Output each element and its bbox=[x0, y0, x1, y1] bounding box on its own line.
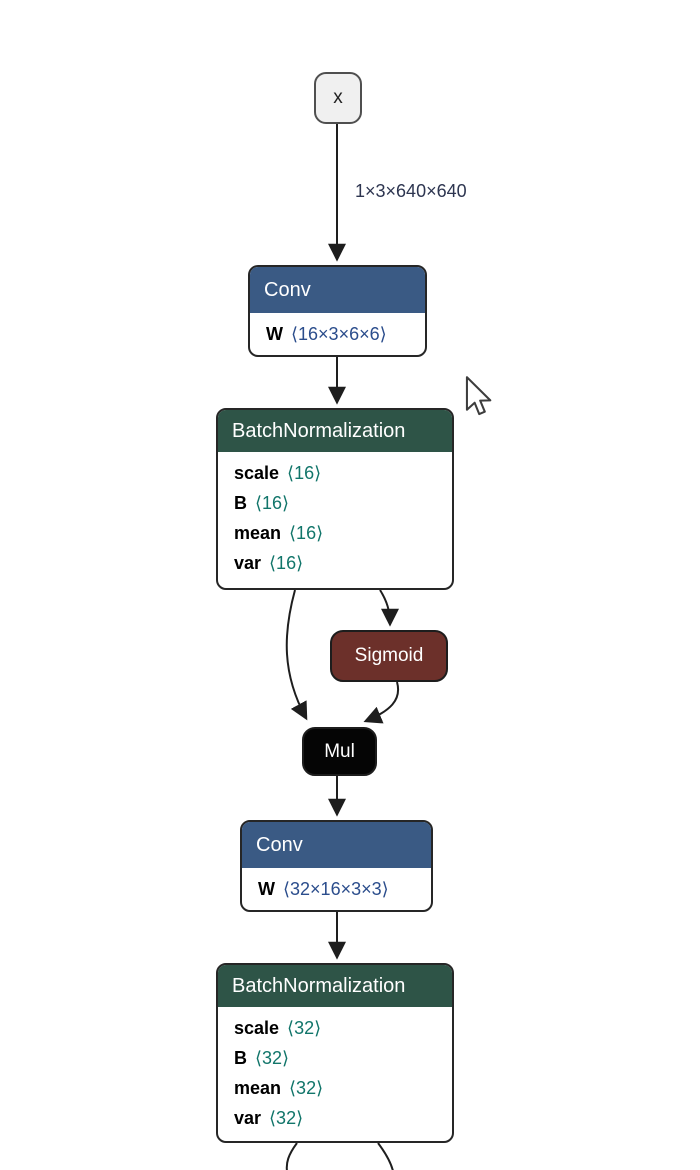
conv2-body: W ⟨32×16×3×3⟩ bbox=[242, 868, 431, 910]
edge-bn1-to-sigmoid bbox=[379, 589, 399, 627]
batchnorm2-row-mean: mean⟨32⟩ bbox=[234, 1078, 324, 1098]
conv1-weight-name: W bbox=[266, 324, 283, 344]
batchnorm1-row-var: var⟨16⟩ bbox=[234, 553, 304, 573]
batchnorm1-body: scale⟨16⟩ B⟨16⟩ mean⟨16⟩ var⟨16⟩ bbox=[218, 452, 452, 578]
conv2-title: Conv bbox=[256, 833, 303, 856]
batchnorm1-node[interactable]: BatchNormalization scale⟨16⟩ B⟨16⟩ mean⟨… bbox=[216, 408, 454, 590]
edge-bn1-to-mul bbox=[285, 589, 308, 721]
input-tensor-shape-label: 1×3×640×640 bbox=[355, 181, 467, 201]
batchnorm2-node[interactable]: BatchNormalization scale⟨32⟩ B⟨32⟩ mean⟨… bbox=[216, 963, 454, 1143]
mul-title: Mul bbox=[324, 740, 355, 762]
edge-bn2-exit-left bbox=[285, 1142, 298, 1170]
conv1-body: W ⟨16×3×6×6⟩ bbox=[250, 313, 425, 355]
conv2-node[interactable]: Conv W ⟨32×16×3×3⟩ bbox=[240, 820, 433, 912]
conv2-weight-name: W bbox=[258, 879, 275, 899]
input-node-label: x bbox=[333, 87, 343, 108]
batchnorm1-header: BatchNormalization bbox=[218, 410, 452, 452]
batchnorm2-body: scale⟨32⟩ B⟨32⟩ mean⟨32⟩ var⟨32⟩ bbox=[218, 1007, 452, 1133]
batchnorm2-row-var: var⟨32⟩ bbox=[234, 1108, 304, 1128]
conv1-weight-dims: ⟨16×3×6×6⟩ bbox=[291, 324, 387, 344]
batchnorm2-header: BatchNormalization bbox=[218, 965, 452, 1007]
batchnorm2-row-scale: scale⟨32⟩ bbox=[234, 1018, 322, 1038]
mul-node[interactable]: Mul bbox=[302, 727, 377, 776]
mouse-cursor-icon bbox=[465, 376, 492, 416]
batchnorm2-row-b: B⟨32⟩ bbox=[234, 1048, 290, 1068]
conv2-weight-dims: ⟨32×16×3×3⟩ bbox=[283, 879, 389, 899]
batchnorm1-row-scale: scale⟨16⟩ bbox=[234, 463, 322, 483]
edge-bn2-exit-right bbox=[377, 1142, 394, 1170]
batchnorm1-row-mean: mean⟨16⟩ bbox=[234, 523, 324, 543]
conv2-header: Conv bbox=[242, 822, 431, 868]
conv1-header: Conv bbox=[250, 267, 425, 313]
conv1-node[interactable]: Conv W ⟨16×3×6×6⟩ bbox=[248, 265, 427, 357]
sigmoid-title: Sigmoid bbox=[354, 645, 424, 666]
edge-sigmoid-to-mul bbox=[363, 681, 400, 724]
conv1-title: Conv bbox=[264, 278, 311, 301]
sigmoid-node[interactable]: Sigmoid bbox=[330, 630, 448, 682]
input-node-x[interactable]: x bbox=[314, 72, 362, 124]
batchnorm1-title: BatchNormalization bbox=[232, 419, 406, 442]
batchnorm2-title: BatchNormalization bbox=[232, 974, 406, 997]
batchnorm1-row-b: B⟨16⟩ bbox=[234, 493, 290, 513]
